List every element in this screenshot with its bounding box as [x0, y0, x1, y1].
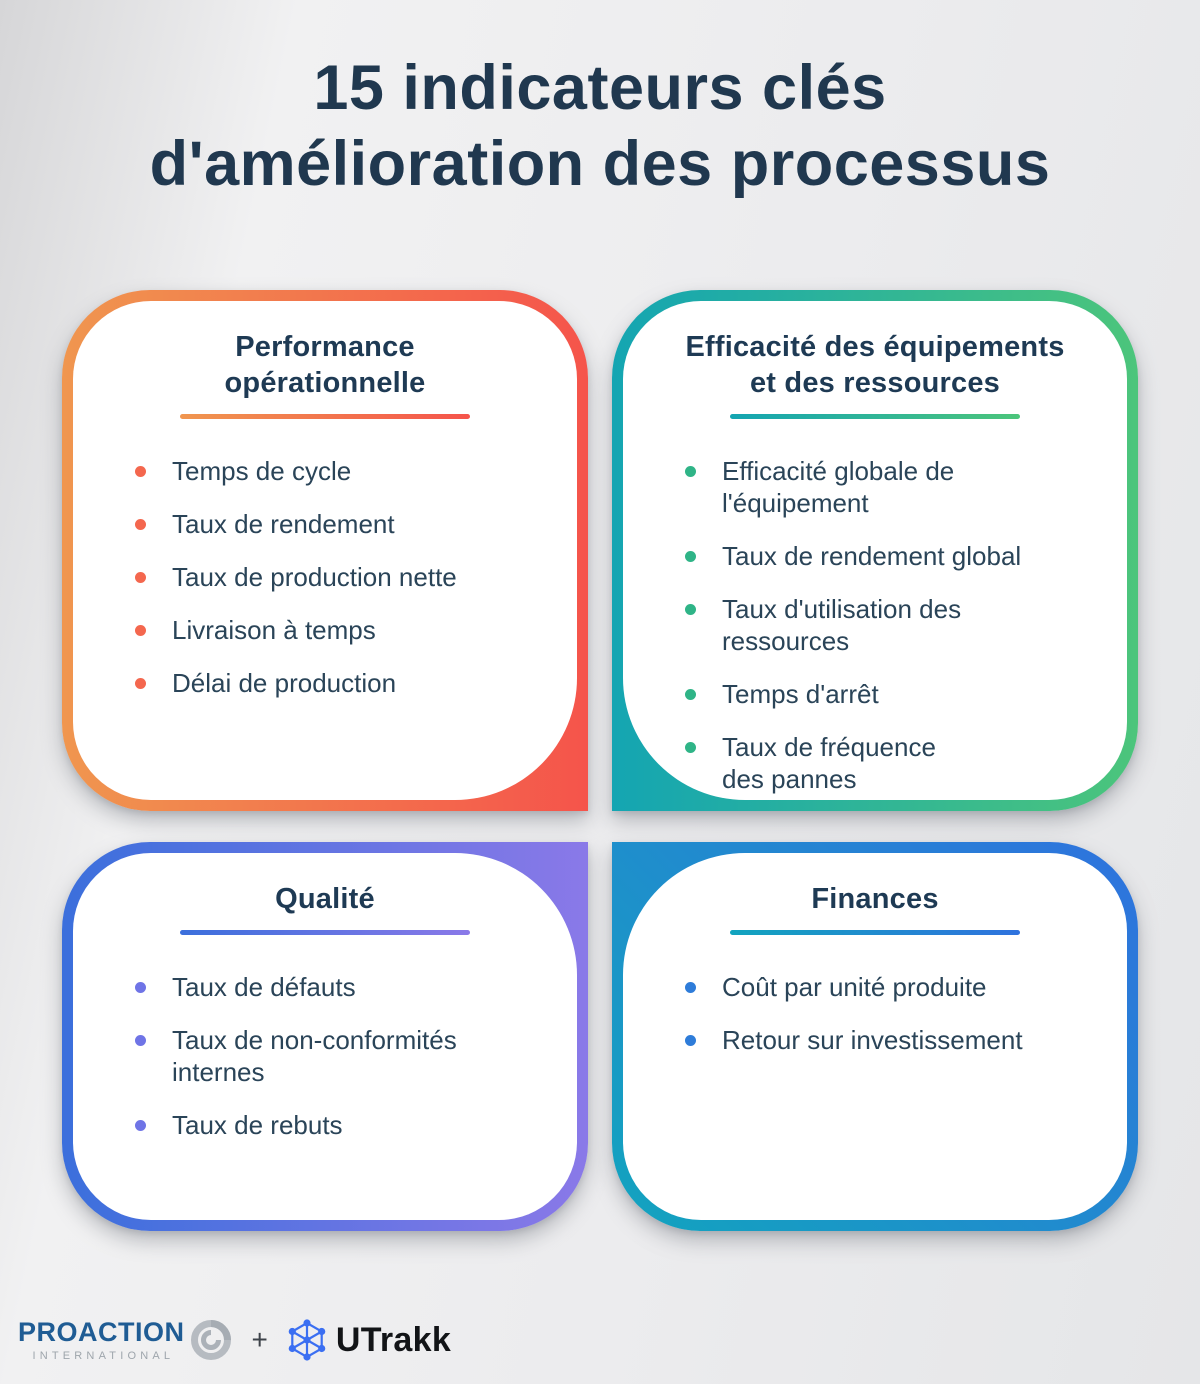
page-title-line-2: d'amélioration des processus	[149, 129, 1051, 199]
title-underline	[180, 930, 470, 935]
network-cube-icon	[288, 1319, 326, 1361]
list-item: Taux de non-conformités internes	[135, 1024, 549, 1088]
bullet-dot-icon	[135, 572, 146, 583]
card-performance-operationnelle: Performance opérationnelle Temps de cycl…	[62, 290, 588, 811]
title-underline	[730, 414, 1020, 419]
page-title: 15 indicateurs clés d'amélioration des p…	[0, 0, 1200, 202]
card-efficacite-equipements: Efficacité des équipements et des ressou…	[612, 290, 1138, 811]
list-item: Taux de fréquence des pannes	[685, 731, 1099, 795]
bullet-dot-icon	[685, 466, 696, 477]
bullet-dot-icon	[135, 466, 146, 477]
title-underline	[180, 414, 470, 419]
list-item: Taux de rendement	[135, 508, 549, 540]
list-item: Livraison à temps	[135, 614, 549, 646]
bullet-dot-icon	[685, 1035, 696, 1046]
bullet-dot-icon	[685, 742, 696, 753]
swirl-globe-icon	[190, 1320, 231, 1360]
bullet-dot-icon	[685, 689, 696, 700]
plus-separator: +	[251, 1324, 268, 1355]
bullet-dot-icon	[135, 519, 146, 530]
list-item: Taux de production nette	[135, 561, 549, 593]
list-item: Efficacité globale de l'équipement	[685, 455, 1099, 519]
card-finances: Finances Coût par unité produite Retour …	[612, 842, 1138, 1231]
card-title: Qualité	[275, 883, 375, 915]
bullet-dot-icon	[135, 982, 146, 993]
list-item: Délai de production	[135, 667, 549, 699]
footer-logos: PROACTION INTERNATIONAL + UTrakk	[18, 1310, 451, 1370]
kpi-list: Temps de cycle Taux de rendement Taux de…	[73, 455, 577, 699]
title-underline	[730, 930, 1020, 935]
list-item: Taux d'utilisation des ressources	[685, 593, 1099, 657]
card-title: Finances	[811, 883, 939, 915]
list-item: Temps de cycle	[135, 455, 549, 487]
bullet-dot-icon	[685, 551, 696, 562]
list-item: Taux de rebuts	[135, 1109, 549, 1141]
list-item: Retour sur investissement	[685, 1024, 1099, 1056]
utrakk-logo: UTrakk	[284, 1317, 451, 1363]
list-item: Coût par unité produite	[685, 971, 1099, 1003]
bullet-dot-icon	[135, 678, 146, 689]
list-item: Taux de rendement global	[685, 540, 1099, 572]
proaction-subtitle: INTERNATIONAL	[32, 1349, 175, 1362]
proaction-wordmark: PROACTION	[18, 1316, 185, 1347]
bullet-dot-icon	[685, 982, 696, 993]
page-title-line-1: 15 indicateurs clés	[313, 53, 887, 123]
kpi-list: Efficacité globale de l'équipement Taux …	[623, 455, 1127, 795]
list-item: Taux de défauts	[135, 971, 549, 1003]
kpi-list: Taux de défauts Taux de non-conformités …	[73, 971, 577, 1141]
proaction-logo: PROACTION INTERNATIONAL	[18, 1316, 185, 1362]
utrakk-wordmark: UTrakk	[335, 1320, 452, 1359]
card-title: Performance opérationnelle	[224, 331, 426, 399]
bullet-dot-icon	[135, 1120, 146, 1131]
kpi-list: Coût par unité produite Retour sur inves…	[623, 971, 1127, 1056]
card-title: Efficacité des équipements et des ressou…	[685, 331, 1065, 399]
card-qualite: Qualité Taux de défauts Taux de non-conf…	[62, 842, 588, 1231]
bullet-dot-icon	[135, 1035, 146, 1046]
bullet-dot-icon	[685, 604, 696, 615]
list-item: Temps d'arrêt	[685, 678, 1099, 710]
kpi-quadrant-grid: Performance opérationnelle Temps de cycl…	[62, 290, 1138, 1231]
bullet-dot-icon	[135, 625, 146, 636]
